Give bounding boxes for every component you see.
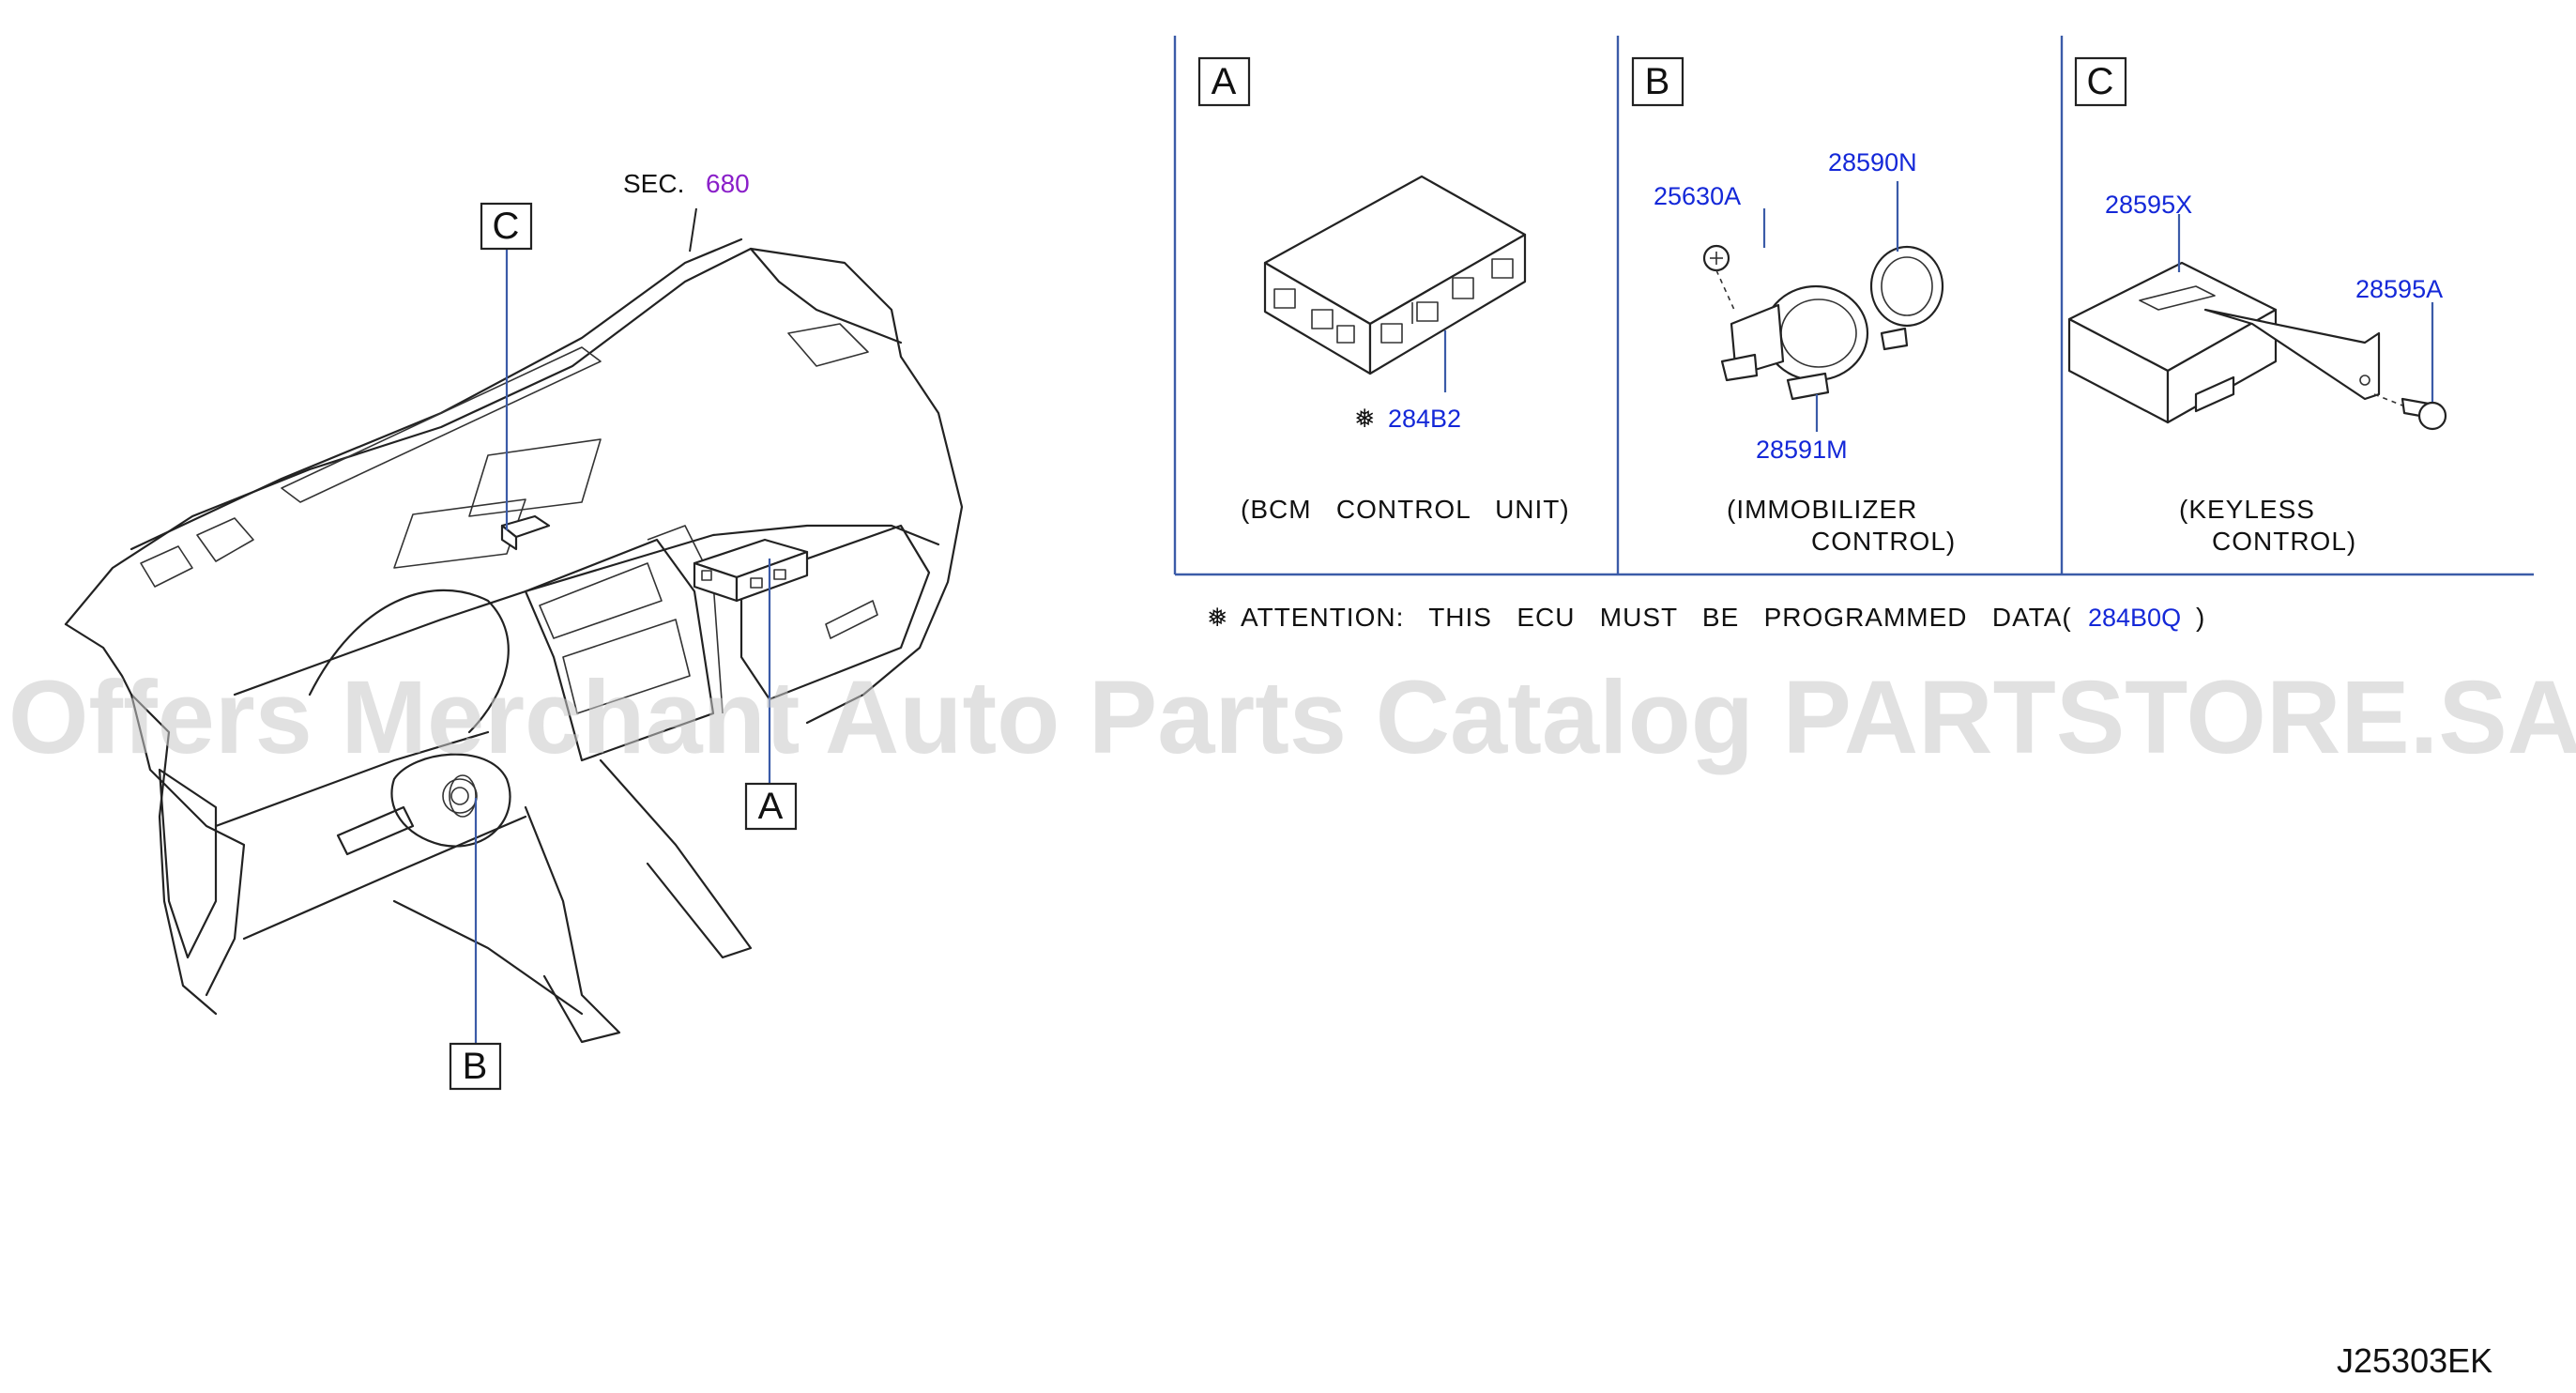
panel-c: C 28595X 28595A (KEYLESS CONTROL) [2067, 56, 2447, 556]
attention-close: ) [2196, 603, 2205, 632]
svg-text:C: C [2087, 61, 2114, 102]
part-284b2-mark: ❅ [1354, 405, 1376, 433]
part-28595x: 28595X [2105, 191, 2192, 219]
section-ref-prefix: SEC. [623, 169, 684, 198]
panel-frames [1173, 36, 2534, 576]
attention-mark: ❅ [1207, 604, 1228, 632]
part-25630a: 25630A [1654, 182, 1741, 210]
part-284b2: 284B2 [1388, 405, 1461, 433]
caption-immobilizer-line2: CONTROL) [1811, 527, 1956, 556]
caption-keyless-line1: (KEYLESS [2179, 495, 2315, 524]
part-28590n: 28590N [1828, 148, 1917, 176]
dashboard-illustration [64, 237, 964, 1044]
caption-immobilizer-line1: (IMMOBILIZER [1727, 495, 1917, 524]
bcm-unit-illustration [1263, 175, 1527, 375]
panel-b: B 25630A 28590N 28591M (IMMOBILIZER CONT… [1631, 56, 1956, 556]
part-28591m: 28591M [1756, 436, 1848, 464]
left-leaders [474, 207, 771, 1049]
callout-b: B [449, 1042, 502, 1091]
svg-text:B: B [1645, 61, 1670, 102]
immobilizer-illustration [1702, 244, 1944, 401]
svg-text:A: A [1212, 61, 1237, 102]
svg-text:B: B [463, 1046, 488, 1087]
panel-a: A ❅ 284B2 (BCM CONTROL UNIT) [1197, 56, 1570, 524]
keyless-illustration [2067, 261, 2447, 431]
part-28595a: 28595A [2355, 275, 2443, 303]
caption-keyless-line2: CONTROL) [2212, 527, 2356, 556]
callout-a: A [744, 782, 798, 831]
svg-text:C: C [493, 206, 520, 247]
attention-note: ❅ ATTENTION: THIS ECU MUST BE PROGRAMMED… [1207, 603, 2205, 632]
attention-text: ATTENTION: THIS ECU MUST BE PROGRAMMED D… [1241, 603, 2072, 632]
attention-part: 284B0Q [2088, 604, 2181, 632]
panel-a-label: A [1197, 56, 1251, 107]
caption-bcm: (BCM CONTROL UNIT) [1241, 495, 1570, 524]
panel-b-label: B [1631, 56, 1684, 107]
svg-text:A: A [758, 786, 784, 827]
watermark: Offers Merchant Auto Parts Catalog PARTS… [8, 660, 2576, 775]
callout-c: C [480, 202, 533, 251]
diagram-code: J25303EK [2337, 1341, 2492, 1380]
section-ref-number: 680 [706, 169, 750, 198]
panel-c-label: C [2074, 56, 2127, 107]
